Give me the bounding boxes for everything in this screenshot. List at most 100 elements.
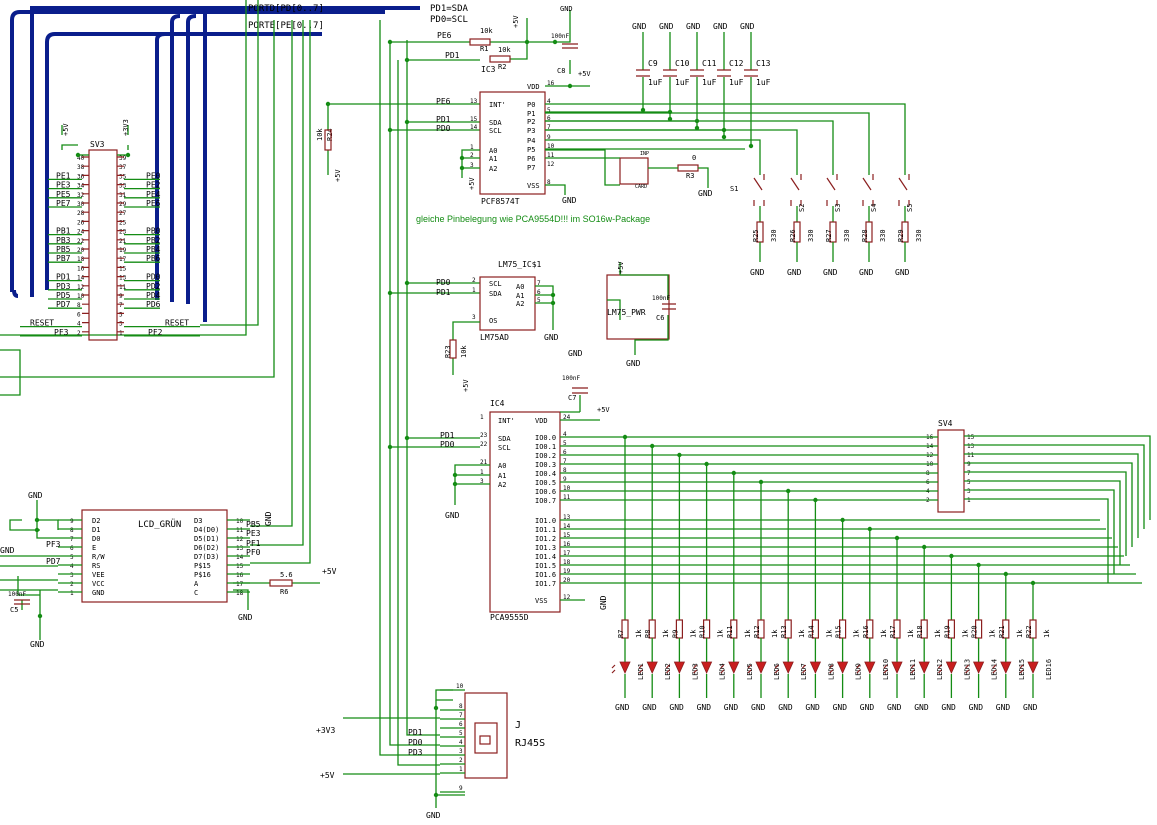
led-arrows [801,664,806,674]
ic3-net-int: PE6 [436,97,451,106]
led-diode [836,661,849,674]
led-diode [619,661,631,674]
cap-value: 1uF [675,78,690,87]
sv3-pin-left: 10 [77,293,85,300]
sv3-net-left: PE7 [56,199,71,208]
ic4-pin-label: IO1.3 [535,544,556,552]
ic3-pin-label: SDA [489,119,502,127]
led-arrows [965,664,970,674]
lm75-pin-num: 3 [472,314,476,321]
lcd-pin-label: P$15 [194,562,211,570]
lcd-pin-label: A [194,580,199,588]
ic4-pin-num: 7 [563,458,567,465]
c6-name: C6 [656,314,664,322]
sv3-net-left: PD7 [56,300,71,309]
ic4-pin-label: IO0.1 [535,443,556,451]
lcd-pin-label: GND [92,589,105,597]
ic3-pin-label: P6 [527,155,535,163]
ic4-pin-label: VDD [535,417,548,425]
wire [964,498,1109,583]
lcd-net-pf3: PF3 [46,540,61,549]
c7-gnd: GND [568,349,583,358]
sv3-pin-left: 32 [77,192,85,199]
c8-name: C8 [557,67,565,75]
ic4-pin-num: 24 [563,414,571,421]
ic3-pin-num: 7 [547,124,551,131]
ic3-pin-num: 15 [470,116,478,123]
rj45-pin-num: 1 [459,766,463,773]
sv4-pin-right: 15 [967,434,975,441]
ic4-pin-label: IO0.2 [535,452,556,460]
switch-body [753,174,765,206]
led-diode [782,661,794,674]
led-gnd: GND [805,703,820,712]
ic4-pin-label: IO1.2 [535,535,556,543]
led-r-value: 1k [1043,629,1051,638]
sv3-3v3: +3V3 [122,119,130,136]
ic3-pin-num: 14 [470,124,478,131]
led-arrows [1019,664,1024,674]
r23-name: R23 [444,345,452,358]
ic4-pin-num: 22 [480,441,488,448]
sv3-pin-left: 38 [77,164,85,171]
cap-value: 1uF [648,78,663,87]
r1-net: PE6 [437,31,452,40]
sv3-net-left: PD1 [56,273,71,282]
ic3-part: PCF8574T [481,197,520,206]
ic4: IC4 PCA9555D INT'1SDA23SCL22A021A11A23VD… [480,399,571,622]
ic4-pin-label: IO1.6 [535,571,556,579]
sv3-pin-right: 13 [119,275,127,282]
sv4-pin-right: 5 [967,479,971,486]
led-gnd: GND [860,703,875,712]
r2 [489,55,511,63]
ic3-net-sda: PD1 [436,115,451,124]
pull-r-value: 330 [807,229,815,242]
ic4-name: IC4 [490,399,505,408]
junction [37,613,43,619]
ic4-pin-num: 4 [563,431,567,438]
cap-name: C10 [675,59,690,68]
cap-plate [744,69,758,77]
lm75-net-sda: PD1 [436,288,451,297]
pull-r-name: R25 [752,229,760,242]
lm75-pin-num: 2 [472,277,476,284]
ic3-5v: +5V [578,70,591,78]
led-diode [891,661,903,674]
lcd-pin-num: 17 [236,581,244,588]
lcd-pin-label: D2 [92,517,100,525]
led-diode [1027,661,1039,674]
sv3-pin-left: 18 [77,256,85,263]
junction [550,300,556,306]
sv3-pin-right: 25 [119,219,127,226]
ic4-pin-num: 17 [563,550,571,557]
led-gnd: GND [914,703,929,712]
lcd-pin-num: 5 [70,554,74,561]
lm75-pin-label: A1 [516,292,524,300]
led-r-name: R12 [753,625,761,638]
junction [550,292,556,298]
wire [545,103,906,175]
ic4-pin-num: 16 [563,541,571,548]
ic4-pin-num: 19 [563,568,571,575]
r23-value: 10k [460,345,468,358]
junction [452,481,458,487]
led-name: LED15 [1018,659,1026,680]
lcd-pin-num: 7 [70,536,74,543]
led-diode [918,661,930,674]
lcd-net-pf0: PF0 [246,548,261,557]
rj45-pin-num: 8 [459,703,463,710]
led-diode [673,661,686,674]
led-r-name: R7 [617,630,625,638]
r2-value: 10k [498,46,511,54]
sv3-pin-right: 1 [119,330,123,337]
sv3-net-left: PE3 [56,181,71,190]
ic4-pin-label: VSS [535,597,548,605]
junction [459,165,465,171]
rj45-3v3: +3V3 [316,726,335,735]
sv3-pin-right: 37 [119,164,127,171]
sv3-pin-left: 40 [77,155,85,162]
cap-plate [663,69,677,77]
sv3-net-left: PD3 [56,282,71,291]
